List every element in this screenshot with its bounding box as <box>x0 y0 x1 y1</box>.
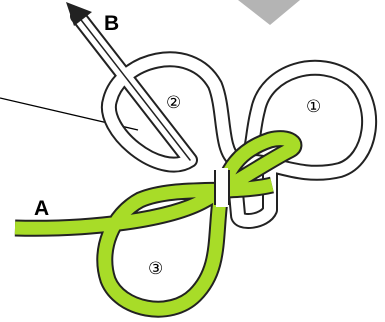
grey-pointer-shape <box>238 0 300 25</box>
loop-label-1: ① <box>306 97 321 117</box>
end-label-b: B <box>104 12 119 35</box>
rope-end-arrowhead <box>66 2 92 26</box>
loop-label-3: ③ <box>148 259 163 279</box>
loop-label-2: ② <box>166 93 181 113</box>
end-label-a: A <box>34 197 49 220</box>
